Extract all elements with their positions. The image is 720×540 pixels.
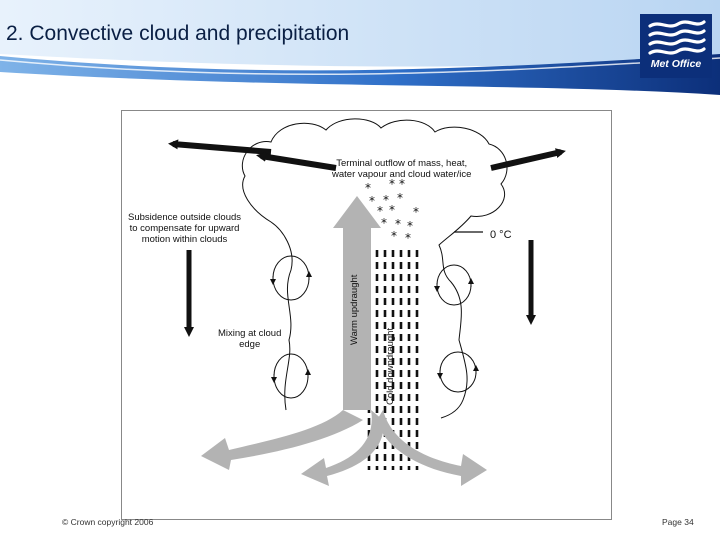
- cloud-outline: [241, 118, 508, 419]
- subsidence-label-text: Subsidence outside clouds to compensate …: [128, 212, 242, 245]
- svg-text:*: *: [399, 177, 405, 191]
- svg-text:*: *: [407, 219, 413, 233]
- updraught-label: Warm updraught: [349, 274, 360, 345]
- slide-title: 2. Convective cloud and precipitation: [6, 22, 350, 45]
- mixing-label: Mixing at cloud edge: [218, 328, 281, 350]
- svg-text:*: *: [389, 177, 395, 191]
- downdraught-label: Cold downdraught: [385, 328, 396, 405]
- svg-text:*: *: [365, 181, 371, 195]
- svg-text:*: *: [381, 216, 387, 230]
- svg-text:*: *: [383, 193, 389, 207]
- snowflake-icon: *** *** *** *** **: [365, 177, 419, 245]
- footer-copyright: © Crown copyright 2006: [62, 517, 154, 527]
- logo-text: Met Office: [650, 58, 702, 70]
- outflow-label: Terminal outflow of mass, heat, water va…: [332, 158, 471, 180]
- svg-text:*: *: [377, 204, 383, 218]
- svg-text:*: *: [389, 203, 395, 217]
- freezing-level-text: 0 °C: [490, 229, 512, 241]
- svg-text:*: *: [413, 205, 419, 219]
- eddy-icon: [270, 255, 479, 399]
- footer-page-number: Page 34: [662, 517, 694, 527]
- subsidence-arrows: [184, 240, 536, 337]
- mixing-label-text: Mixing at cloud edge: [218, 328, 282, 350]
- outflow-arrows: [168, 139, 566, 171]
- subsidence-label: Subsidence outside clouds to compensate …: [128, 212, 241, 245]
- warm-updraught-arrow: [201, 196, 381, 470]
- svg-text:*: *: [405, 231, 411, 245]
- svg-text:*: *: [397, 191, 403, 205]
- header-banner: [0, 0, 720, 95]
- met-office-logo: Met Office: [640, 14, 712, 78]
- freezing-level-label: 0 °C: [490, 230, 512, 241]
- svg-text:*: *: [391, 229, 397, 243]
- convective-cloud-diagram: *** *** *** *** ** Warm updraught Cold d…: [168, 118, 566, 486]
- svg-text:*: *: [395, 217, 401, 231]
- cold-downdraught-arrow: [301, 410, 487, 486]
- svg-text:*: *: [369, 194, 375, 208]
- outflow-label-text: Terminal outflow of mass, heat, water va…: [332, 158, 472, 180]
